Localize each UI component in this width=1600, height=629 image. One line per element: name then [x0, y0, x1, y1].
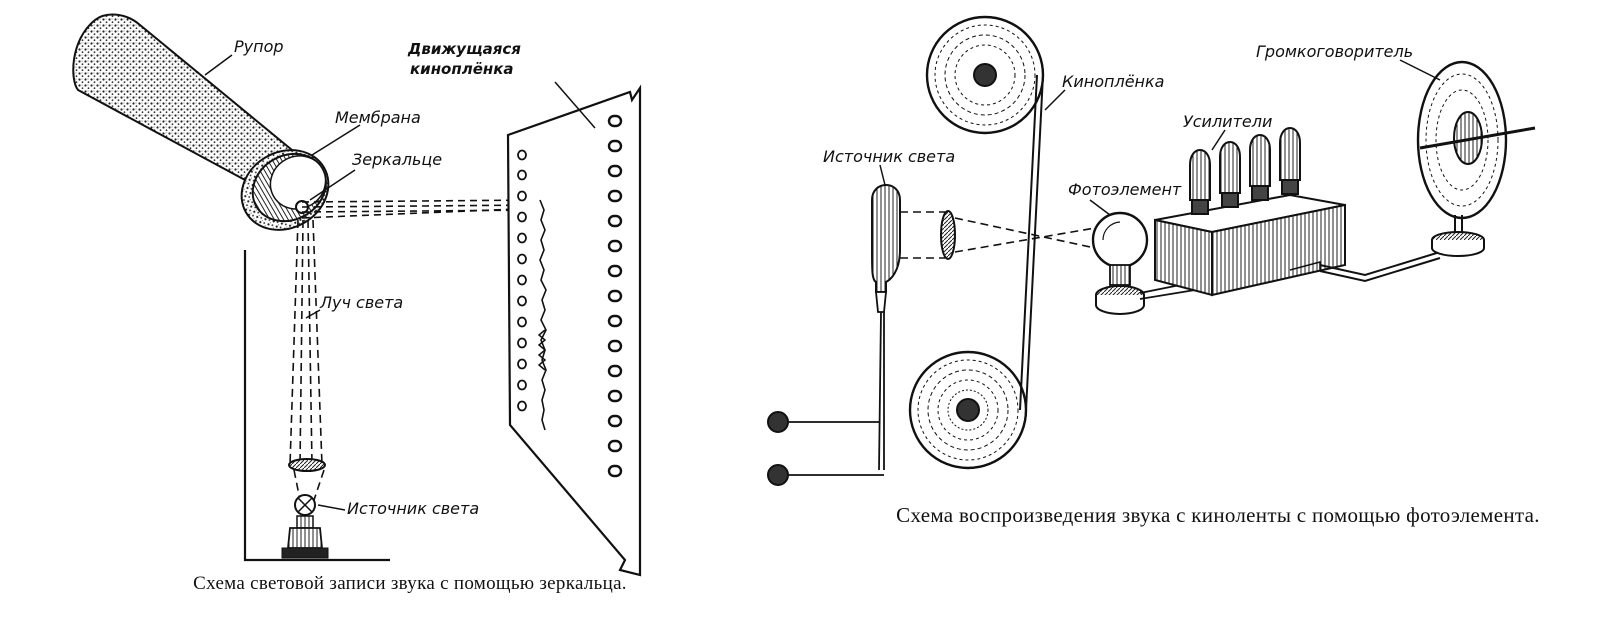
stand-lines — [243, 250, 390, 562]
label-horn: Рупор — [234, 37, 284, 56]
label-light-source-left: Источник света — [347, 499, 479, 518]
wire-amp-speaker — [1319, 251, 1441, 283]
label-mirror: Зеркальце — [352, 150, 442, 169]
right-diagram: Киноплёнка Громкоговоритель Усилители Ис… — [767, 15, 1536, 486]
left-leader-lines — [204, 54, 596, 511]
label-amplifiers: Усилители — [1183, 112, 1272, 131]
terminal-wires — [789, 421, 884, 476]
label-moving-film-line1: Движущаяся — [407, 40, 521, 58]
label-film-right: Киноплёнка — [1062, 72, 1164, 91]
loudspeaker-drawing — [1416, 60, 1536, 257]
amplifier-drawing — [1154, 127, 1346, 297]
caption-right: Схема воспроизведения звука с киноленты … — [896, 503, 1540, 527]
right-lens — [940, 210, 956, 260]
lamp-drawing — [281, 494, 329, 559]
label-photocell: Фотоэлемент — [1068, 180, 1182, 199]
light-beam-lines — [289, 219, 325, 501]
photocell-drawing — [1091, 211, 1149, 315]
label-moving-film-line2: киноплёнка — [410, 60, 514, 78]
terminal-bottom — [767, 464, 789, 486]
reflected-beam — [301, 199, 541, 219]
right-leader-lines — [879, 59, 1441, 216]
caption-left: Схема световой записи звука с помощью зе… — [193, 573, 627, 594]
left-diagram: Рупор Движущаяся киноплёнка Мембрана Зер… — [72, 13, 642, 577]
film-strip-left — [506, 84, 642, 577]
label-membrane: Мембрана — [335, 108, 421, 127]
bulb-drawing — [871, 184, 901, 471]
label-light-source-right: Источник света — [823, 147, 955, 166]
light-path-lines — [900, 211, 1096, 259]
horn-drawing — [72, 13, 330, 231]
lens-shape — [288, 458, 326, 472]
terminal-top — [767, 411, 789, 433]
label-loudspeaker: Громкоговоритель — [1256, 42, 1413, 61]
label-light-beam: Луч света — [319, 293, 403, 312]
film-path — [1019, 74, 1044, 411]
